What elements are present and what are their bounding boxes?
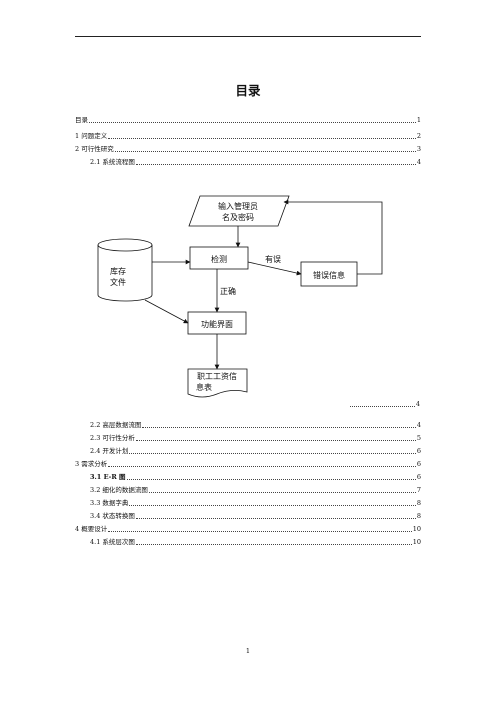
toc-entry-label: 4 概要设计 [75,525,108,533]
storage-label-line2: 文件 [110,277,126,287]
leader-dots [135,163,416,165]
leader-dots [126,478,416,480]
toc-entry-label: 2.4 开发计划 [90,447,129,455]
toc-entry-label: 3.2 细化的数据流图 [90,486,148,494]
leader-dots [89,121,416,123]
toc-entry[interactable]: 3 需求分析 6 [75,460,421,468]
leader-dots [135,439,416,441]
leader-dots [108,137,416,139]
correct-flow-label: 正确 [220,286,236,296]
toc-entry-page: 7 [416,486,421,494]
toc-entry-label: 3.1 E-R 图 [90,473,126,481]
page-number: 1 [245,647,251,655]
leader-dots [350,405,415,407]
toc-entry[interactable]: 4 概要设计 10 [75,525,421,533]
error-info-box: 错误信息 [300,261,358,287]
toc-entry-label: 目录 [75,116,88,124]
leader-dots [135,543,412,545]
toc-entry[interactable]: 1 问题定义 2 [75,132,421,140]
toc-entry-label: 2.3 可行性分析 [90,434,135,442]
toc-entry-label: 2.1 系统流程图 [90,158,135,166]
toc-entry-page: 6 [416,460,421,468]
toc-entry-page: 8 [416,499,421,507]
toc-entry-label: 3 需求分析 [75,460,108,468]
toc-entry-page: 2 [416,132,421,140]
toc-entry[interactable]: 3.4 状态转换图 8 [90,512,421,520]
toc-entry-page: 10 [412,538,421,546]
toc-entry-page: 4 [416,421,421,429]
toc-entry[interactable]: 3.2 细化的数据流图 7 [90,486,421,494]
toc-entry[interactable]: 3.3 数据字典 8 [90,499,421,507]
toc-entry-label: 3.4 状态转换图 [90,512,135,520]
leader-dots [148,491,416,493]
toc-entry[interactable]: 目录 1 [75,116,421,124]
header-rule [75,36,421,37]
leader-dots [129,452,416,454]
check-box: 检测 [189,246,249,270]
leader-dots [114,150,416,152]
toc-entry[interactable]: 2 可行性研究 3 [75,145,421,153]
diagram-page-number: 4 [415,400,420,408]
input-label-line1: 输入管理员 [218,201,258,211]
leader-dots [108,465,416,467]
toc-entry-page: 6 [416,473,421,481]
input-parallelogram: 输入管理员 名及密码 [188,195,290,227]
page-title: 目录 [235,83,261,98]
storage-cylinder: 库存 文件 [97,238,153,302]
employee-document: 职工工资信 息表 [187,368,248,398]
employee-label-line1: 职工工资信 [197,371,237,381]
function-ui-label: 功能界面 [201,319,233,329]
toc-entry[interactable]: 2.2 高层数据流图 4 [90,421,421,429]
diagram-page-ref: 4 [350,400,420,408]
leader-dots [108,530,412,532]
toc-entry[interactable]: 2.1 系统流程图 4 [90,158,421,166]
leader-dots [135,517,416,519]
check-label: 检测 [211,254,227,264]
toc-entry-label: 1 问题定义 [75,132,108,140]
toc-entry-label: 2.2 高层数据流图 [90,421,142,429]
toc-entry-label: 2 可行性研究 [75,145,114,153]
error-flow-label: 有误 [265,254,281,264]
toc-entry-page: 1 [416,116,421,124]
input-label-line2: 名及密码 [222,212,254,222]
flow-arrows [144,199,383,370]
toc-entry-page: 10 [412,525,421,533]
toc-entry-page: 5 [416,434,421,442]
toc-entry-page: 3 [416,145,421,153]
toc-entry-page: 4 [416,158,421,166]
toc-entry[interactable]: 4.1 系统层次图 10 [90,538,421,546]
error-info-label: 错误信息 [313,270,345,280]
toc-entry[interactable]: 2.4 开发计划 6 [90,447,421,455]
toc-entry[interactable]: 3.1 E-R 图 6 [90,473,421,481]
toc-entry[interactable]: 2.3 可行性分析 5 [90,434,421,442]
toc-entry-label: 4.1 系统层次图 [90,538,135,546]
toc-entry-page: 8 [416,512,421,520]
leader-dots [129,504,416,506]
function-ui-box: 功能界面 [187,311,247,335]
employee-label-line2: 息表 [196,382,212,392]
leader-dots [142,426,416,428]
storage-label-line1: 库存 [110,266,126,276]
toc-entry-label: 3.3 数据字典 [90,499,129,507]
toc-entry-page: 6 [416,447,421,455]
